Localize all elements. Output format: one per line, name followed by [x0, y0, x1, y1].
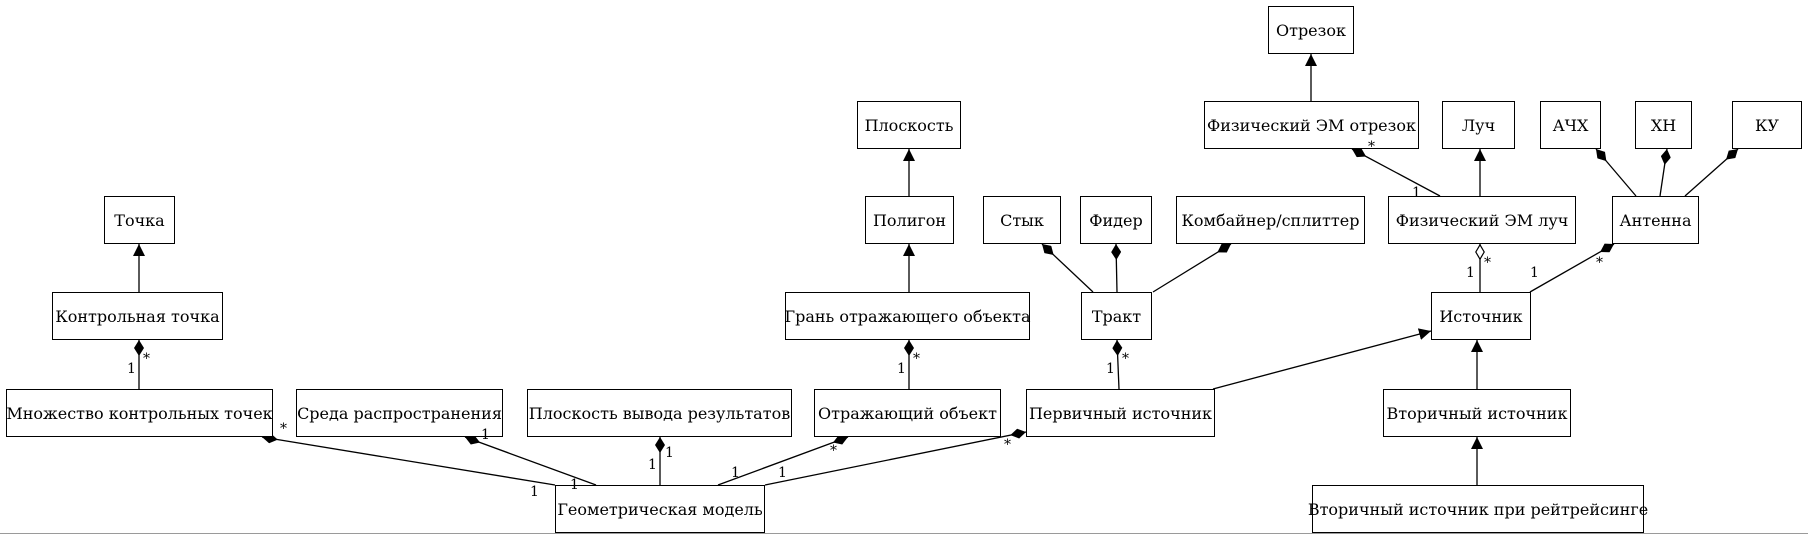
edge-composition-trakt-to-fider: [1111, 243, 1122, 293]
node-vtorichny-rt[interactable]: Вторичный источник при рейтрейсинге: [1308, 485, 1648, 533]
multiplicity-part-otrazhayushiy-gran: 1: [897, 361, 906, 377]
multiplicity-whole-pervichny-trakt: *: [1122, 351, 1129, 367]
edge-composition-antenna-to-ku: [1684, 148, 1739, 197]
node-mnozhestvo[interactable]: Множество контрольных точек: [6, 389, 273, 437]
multiplicity-whole-istochnik-antenna: *: [1596, 255, 1603, 271]
node-gran[interactable]: Грань отражающего объекта: [784, 292, 1031, 340]
multiplicity-whole-mnozhestvo-kontrolnaya-tochka: *: [143, 351, 150, 367]
edge-composition-antenna-to-hn: [1659, 148, 1671, 197]
multiplicity-whole-geom-model-pervichny: *: [1004, 437, 1011, 453]
multiplicity-whole-geom-model-ploskost-vyvoda: 1: [665, 445, 674, 461]
node-poligon[interactable]: Полигон: [865, 196, 954, 244]
multiplicity-whole-geom-model-otrazhayushiy: *: [830, 443, 837, 459]
edge-composition-geom-model-to-pervichny: [764, 428, 1027, 486]
node-styk[interactable]: Стык: [983, 196, 1061, 244]
edge-composition-antenna-to-achh: [1595, 148, 1637, 197]
node-otrazhayushiy[interactable]: Отражающий объект: [814, 389, 1001, 437]
node-kombainer[interactable]: Комбайнер/сплиттер: [1176, 196, 1365, 244]
multiplicity-part-istochnik-antenna: 1: [1530, 265, 1539, 281]
node-fiz-em-luch[interactable]: Физический ЭМ луч: [1388, 196, 1576, 244]
edge-composition-geom-model-to-otrazhayushiy: [717, 435, 849, 486]
multiplicity-part-geom-model-sreda: 1: [570, 477, 579, 493]
edge-composition-trakt-to-kombainer: [1152, 243, 1232, 293]
bottom-divider: [0, 533, 1808, 534]
edge-composition-geom-model-to-sreda: [464, 435, 597, 486]
multiplicity-whole-geom-model-sreda: 1: [481, 427, 490, 443]
multiplicity-whole-otrazhayushiy-gran: *: [913, 351, 920, 367]
edge-composition-pervichny-to-trakt: [1112, 339, 1123, 390]
multiplicity-whole-istochnik-fiz-em-luch: *: [1484, 255, 1491, 271]
node-achh[interactable]: АЧХ: [1540, 101, 1601, 149]
edge-composition-trakt-to-styk: [1041, 243, 1094, 293]
multiplicity-whole-geom-model-mnozhestvo: *: [280, 421, 287, 437]
multiplicity-whole-fiz-em-luch-fiz-em-otrezok: *: [1368, 139, 1375, 155]
node-hn[interactable]: ХН: [1635, 101, 1692, 149]
node-ploskost[interactable]: Плоскость: [857, 101, 961, 149]
node-tochka[interactable]: Точка: [104, 196, 175, 244]
multiplicity-part-mnozhestvo-kontrolnaya-tochka: 1: [127, 361, 136, 377]
multiplicity-part-pervichny-trakt: 1: [1106, 361, 1115, 377]
node-sreda[interactable]: Среда распространения: [296, 389, 503, 437]
edge-composition-fiz-em-luch-to-fiz-em-otrezok: [1351, 148, 1441, 197]
node-ku[interactable]: КУ: [1732, 101, 1802, 149]
node-antenna[interactable]: Антенна: [1612, 196, 1699, 244]
node-vtorichny[interactable]: Вторичный источник: [1383, 389, 1571, 437]
node-pervichny[interactable]: Первичный источник: [1026, 389, 1215, 437]
multiplicity-part-istochnik-fiz-em-luch: 1: [1466, 265, 1475, 281]
multiplicity-part-geom-model-mnozhestvo: 1: [530, 484, 539, 500]
edge-composition-istochnik-to-antenna: [1529, 243, 1615, 293]
edge-composition-geom-model-to-mnozhestvo: [261, 433, 556, 486]
multiplicity-part-geom-model-pervichny: 1: [778, 465, 787, 481]
multiplicity-part-geom-model-ploskost-vyvoda: 1: [648, 457, 657, 473]
node-fiz-em-otrezok[interactable]: Физический ЭМ отрезок: [1204, 101, 1419, 149]
node-otrezok[interactable]: Отрезок: [1268, 6, 1354, 54]
node-trakt[interactable]: Тракт: [1081, 292, 1152, 340]
node-fider[interactable]: Фидер: [1080, 196, 1152, 244]
node-geom-model[interactable]: Геометрическая модель: [555, 485, 765, 533]
edge-inheritance-pervichny-to-istochnik: [1212, 328, 1432, 390]
node-istochnik[interactable]: Источник: [1431, 292, 1531, 340]
multiplicity-part-geom-model-otrazhayushiy: 1: [731, 465, 740, 481]
node-kontrolnaya-tochka[interactable]: Контрольная точка: [52, 292, 223, 340]
node-luch[interactable]: Луч: [1442, 101, 1515, 149]
node-ploskost-vyvoda[interactable]: Плоскость вывода результатов: [527, 389, 792, 437]
multiplicity-part-fiz-em-luch-fiz-em-otrezok: 1: [1412, 185, 1421, 201]
